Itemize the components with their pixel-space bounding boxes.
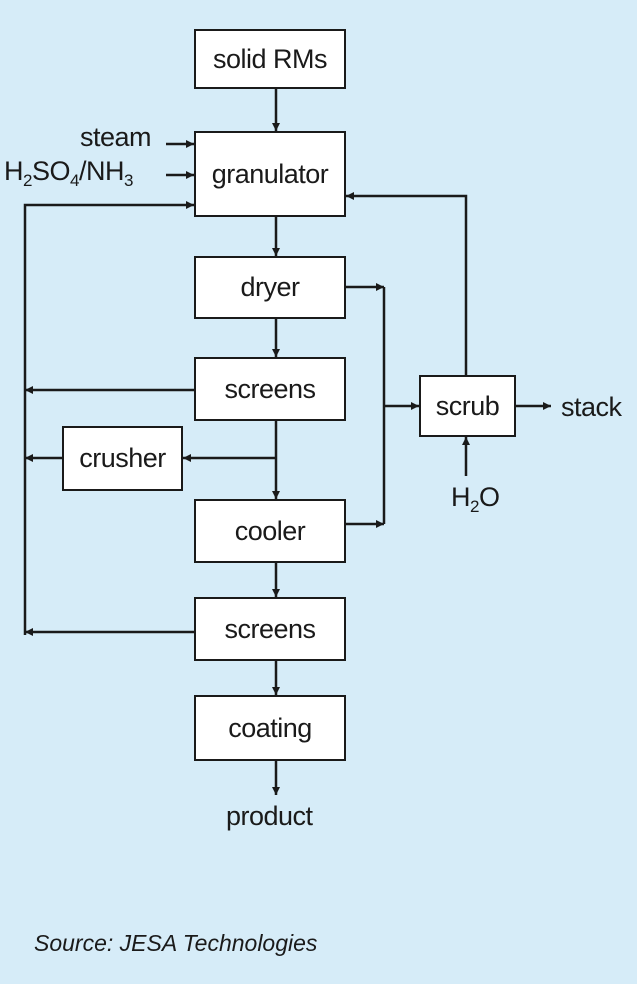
box-dryer: dryer — [194, 256, 346, 319]
box-screens-2: screens — [194, 597, 346, 661]
label-h2o: H2O — [451, 482, 500, 516]
box-solid-rms: solid RMs — [194, 29, 346, 89]
box-label: coating — [228, 712, 312, 743]
recycle-return-line — [23, 201, 194, 635]
box-label: screens — [224, 613, 316, 644]
box-cooler: cooler — [194, 499, 346, 563]
source-caption: Source: JESA Technologies — [34, 930, 318, 956]
label-product: product — [226, 801, 313, 831]
scrub-return-line — [346, 192, 468, 375]
box-label: scrub — [435, 390, 500, 421]
label-stack: stack — [561, 392, 622, 422]
box-crusher: crusher — [62, 426, 183, 491]
box-scrub: scrub — [419, 375, 516, 437]
box-label: dryer — [240, 272, 300, 302]
box-label: crusher — [79, 443, 166, 473]
label-steam: steam — [80, 122, 152, 152]
label-h2so4-nh3: H2SO4/NH3 — [4, 156, 133, 190]
box-screens-1: screens — [194, 357, 346, 421]
box-label: cooler — [234, 515, 306, 546]
box-label: granulator — [211, 158, 329, 189]
box-label: screens — [224, 373, 316, 404]
box-granulator: granulator — [194, 131, 346, 217]
box-coating: coating — [194, 695, 346, 761]
box-label: solid RMs — [212, 43, 328, 74]
